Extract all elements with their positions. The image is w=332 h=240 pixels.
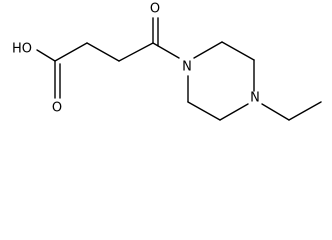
bond-c3-c4 (118, 42, 154, 62)
bond-n2-ring-bottom (219, 103, 249, 121)
bond-ethyl-c1-c2 (288, 101, 322, 121)
bond-c1-oh (36, 49, 56, 62)
atom-labels: HO O O N N (12, 2, 260, 116)
atom-label-hydroxyl: HO (12, 42, 32, 57)
bond-n2-ethyl-c1 (261, 103, 290, 121)
atom-label-nitrogen-2: N (250, 91, 260, 106)
bond-n1-ring-top (193, 41, 223, 59)
bond-ring-bottom-left (187, 101, 221, 121)
atom-label-acid-oxygen: O (52, 101, 62, 116)
bonds (36, 17, 322, 121)
atom-label-ketone-oxygen: O (150, 2, 160, 17)
bond-c1-c2 (54, 42, 88, 62)
bond-c2-c3 (86, 42, 120, 62)
bond-ring-top-right (221, 41, 255, 61)
bond-c4-n1 (152, 42, 180, 59)
atom-label-nitrogen-1: N (182, 60, 192, 75)
structure-diagram: HO O O N N (12, 2, 322, 121)
